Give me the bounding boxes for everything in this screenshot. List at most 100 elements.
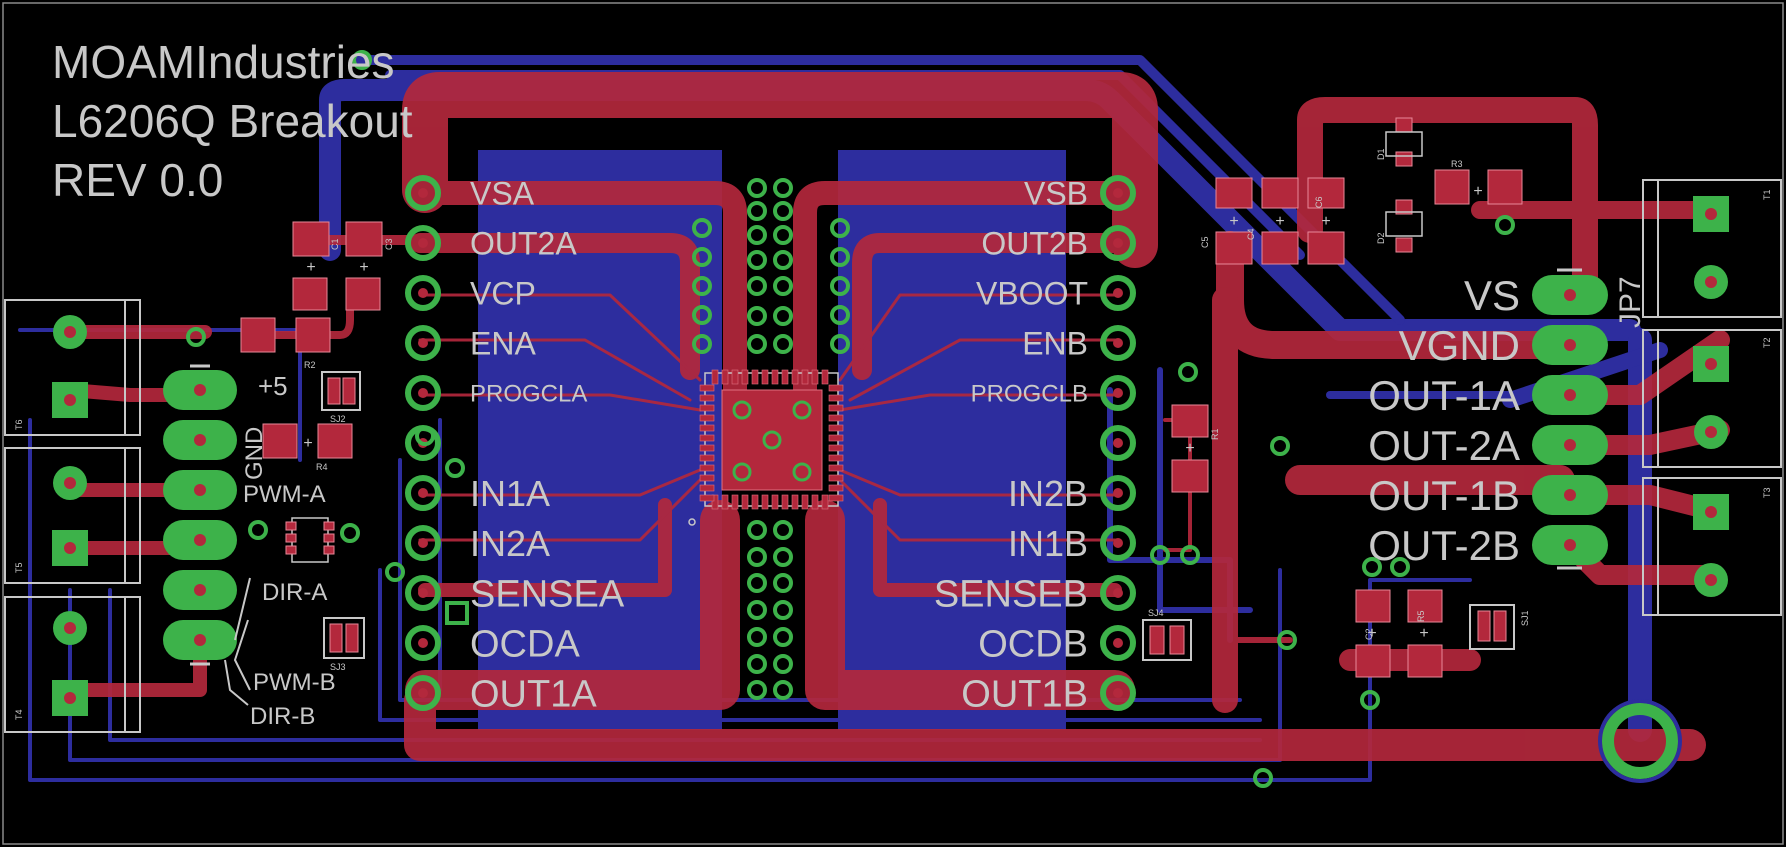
jp7-label: OUT-1B — [1368, 472, 1520, 519]
ic-pin — [828, 454, 844, 462]
title-revision: REV 0.0 — [52, 154, 223, 206]
ic-pin — [699, 454, 715, 462]
ic-pin — [741, 369, 749, 385]
via — [747, 306, 767, 326]
r2-pad — [240, 317, 276, 353]
top-trace-progclb — [838, 393, 1117, 412]
via — [692, 218, 712, 238]
c-array-pad — [1261, 231, 1299, 265]
via — [1360, 690, 1380, 710]
ic-pin — [828, 404, 844, 412]
header-drill — [418, 588, 428, 598]
header-label: VBOOT — [976, 276, 1088, 312]
control-drill — [194, 534, 206, 546]
header-pad — [1100, 275, 1136, 311]
top-trace-in1b — [838, 478, 1117, 542]
via — [747, 573, 767, 593]
header-label: OCDA — [470, 624, 580, 666]
polarity-plus: + — [303, 435, 312, 452]
ic-pin — [699, 414, 715, 422]
header-label: OUT1A — [470, 674, 597, 716]
header-drill — [1113, 288, 1123, 298]
control-drill — [194, 434, 206, 446]
drill — [1705, 358, 1717, 370]
ic-pin — [801, 494, 809, 510]
ic-pin — [731, 494, 739, 510]
via — [415, 426, 435, 446]
drill — [64, 622, 76, 634]
designator-sj2: SJ2 — [330, 414, 346, 424]
ic-pins — [699, 369, 844, 510]
bottom-trace-left-bus-1 — [28, 418, 1472, 782]
ic-pin1-marker — [688, 518, 696, 526]
ic-pin — [828, 464, 844, 472]
ic-thermal-via — [732, 400, 752, 420]
via — [773, 520, 793, 540]
sj1-outline — [1469, 604, 1515, 650]
ic-pin — [699, 484, 715, 492]
silk-line-dir-b — [224, 659, 249, 706]
designator-c6: C6 — [1314, 196, 1324, 208]
ic-pin — [699, 384, 715, 392]
label-gnd: GND — [241, 427, 268, 480]
drill — [64, 692, 76, 704]
r2-pad — [295, 317, 331, 353]
top-trace-in2a — [418, 478, 702, 542]
ic-center-pad — [721, 389, 823, 491]
header-pad — [1100, 175, 1136, 211]
header-label: IN1B — [1008, 523, 1088, 564]
jp7-drill — [1564, 489, 1576, 501]
designator-d2: D2 — [1376, 232, 1386, 244]
control-drill — [194, 484, 206, 496]
header-pad — [405, 375, 441, 411]
top-trace-progcla — [418, 393, 702, 412]
top-trace-in1a — [418, 468, 702, 497]
via — [445, 458, 465, 478]
top-trace-enb — [848, 338, 1117, 402]
ic-pin — [721, 494, 729, 510]
ocda-test-pad — [445, 601, 469, 625]
jp7-name-label: JP7 — [1614, 276, 1647, 328]
smd-components: ++++++++++ — [240, 117, 1523, 678]
c-array-pad — [1215, 177, 1253, 209]
designator-d1: D1 — [1376, 148, 1386, 160]
title-block: MOAMIndustries L6206Q Breakout REV 0.0 — [52, 36, 413, 206]
drill — [1705, 276, 1717, 288]
via — [773, 225, 793, 245]
via — [692, 305, 712, 325]
l6206q-ic — [688, 369, 844, 526]
d1-pad — [1395, 151, 1413, 167]
jp7-label: VS — [1464, 272, 1520, 319]
jp7-drill — [1564, 439, 1576, 451]
left-control-header — [163, 364, 237, 666]
header-drill — [1113, 188, 1123, 198]
terminal-t5-outline — [4, 447, 141, 584]
header-drill — [418, 488, 428, 498]
header-label: PROGCLB — [971, 381, 1088, 408]
sj4-pad — [1149, 625, 1165, 655]
silk-line-dir-a — [234, 577, 251, 641]
top-trace-out2a — [410, 233, 700, 380]
header-label: PROGCLA — [470, 381, 587, 408]
d1-pad — [1395, 117, 1413, 133]
polarity-plus: + — [1229, 213, 1238, 230]
via — [340, 523, 360, 543]
header-drill — [418, 538, 428, 548]
drill — [1705, 506, 1717, 518]
designator-r3: R3 — [1451, 159, 1463, 169]
header-pad — [1100, 525, 1136, 561]
label-jp7: JP7 — [1614, 276, 1647, 328]
right-terminal-pads — [1693, 196, 1729, 597]
designator-t6: T6 — [14, 419, 24, 430]
ic-thermal-via — [762, 430, 782, 450]
jp7-label: OUT-2A — [1368, 422, 1520, 469]
ic-pin — [811, 494, 819, 510]
via — [747, 520, 767, 540]
label-dir-b: DIR-B — [250, 703, 315, 730]
drill — [1705, 574, 1717, 586]
ic-pin — [711, 494, 719, 510]
ic-pin — [699, 494, 715, 502]
ic-pin — [699, 404, 715, 412]
top-trace-out1b — [805, 500, 1135, 710]
header-label: VSB — [1024, 176, 1088, 212]
